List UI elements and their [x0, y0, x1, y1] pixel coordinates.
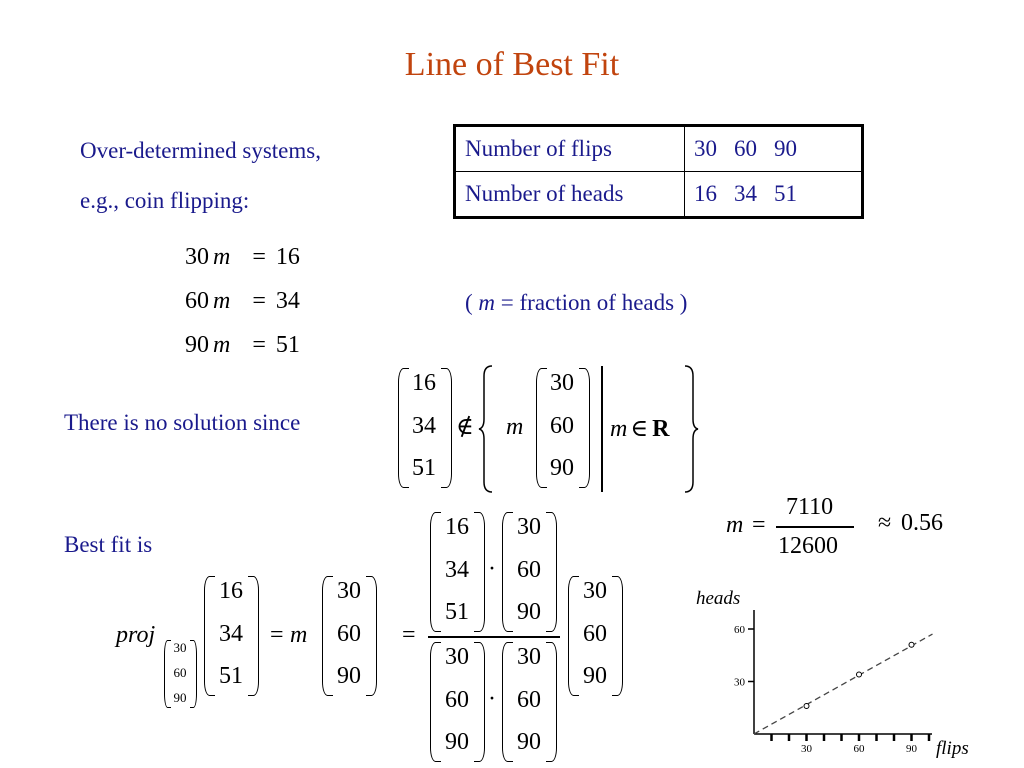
plot-x-tick-label: 90 [906, 743, 918, 755]
no-solution-text: There is no solution since [64, 410, 301, 435]
scalar-m: m [506, 414, 524, 440]
left-brace-icon [478, 365, 493, 493]
table-row-label: Number of flips [454, 125, 685, 172]
table-row: Number of heads 16 34 51 [454, 171, 863, 218]
intro-line-1: Over-determined systems, [80, 138, 321, 163]
proj-operator: proj [116, 622, 156, 648]
m-numerator: 7110 [786, 494, 834, 520]
table-cell: 34 [734, 181, 757, 206]
table-cell: 16 [694, 181, 717, 206]
right-brace-icon [684, 365, 699, 493]
slide-title: Line of Best Fit [404, 46, 620, 83]
m-approx-value: 0.56 [901, 510, 943, 536]
plot-y-tick-label: 30 [734, 677, 746, 689]
plot-best-fit-line [753, 633, 933, 735]
plot-x-tick-label: 60 [854, 743, 866, 755]
table-cell: 30 [694, 136, 717, 161]
table-cell: 60 [734, 136, 757, 161]
table-row: Number of flips 30 60 90 [454, 125, 863, 172]
set-condition: m∈R [610, 416, 670, 442]
plot-xlabel: flips [936, 738, 969, 759]
plot-data-point [803, 703, 810, 709]
not-element-of-symbol: ∉ [456, 414, 474, 440]
coin-flip-table: Number of flips 30 60 90 Number of heads 1… [453, 124, 864, 219]
intro-line-2: e.g., coin flipping: [80, 188, 250, 213]
best-fit-label: Best fit is [64, 532, 153, 557]
table-row-label: Number of heads [454, 171, 685, 218]
table-cell: 90 [774, 136, 797, 161]
plot-ylabel: heads [696, 588, 740, 609]
plot-data-point [856, 671, 862, 678]
plot-x-tick-label: 30 [801, 743, 813, 755]
best-fit-plot: heads flips 30 60 90 30 60 [696, 588, 969, 759]
m-denominator: 12600 [778, 533, 838, 559]
table-cell: 51 [774, 181, 797, 206]
m-definition-note: ( m = fraction of heads ) [465, 290, 688, 315]
plot-y-tick-label: 60 [734, 624, 746, 636]
plot-data-point [908, 641, 915, 648]
set-divider [601, 366, 603, 492]
